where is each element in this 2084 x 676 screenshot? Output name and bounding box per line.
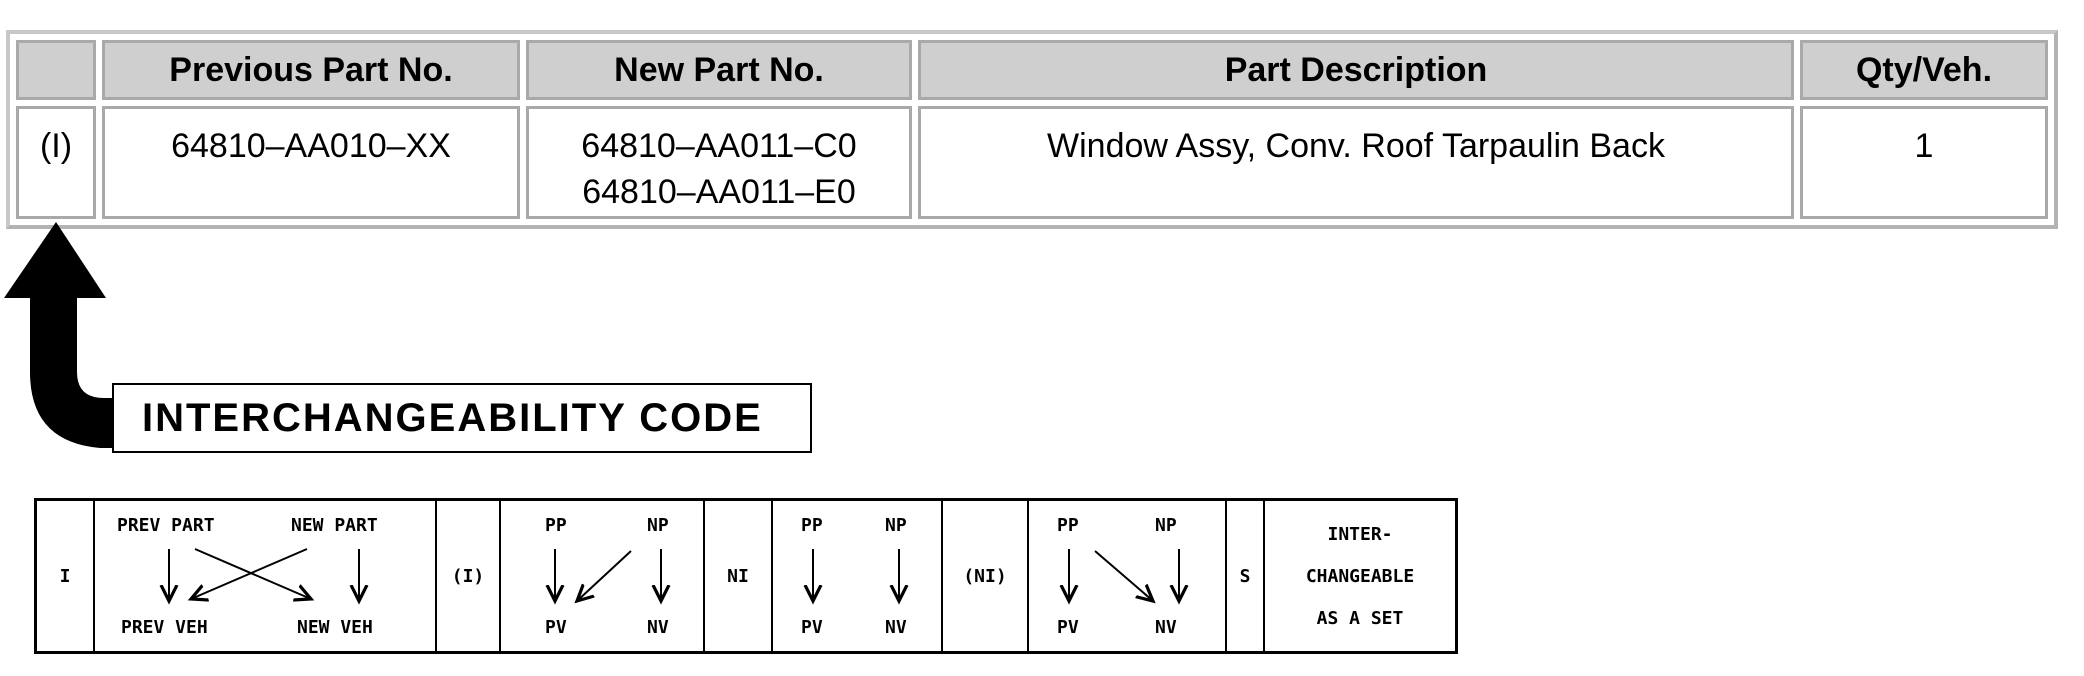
set-line-1: INTER- <box>1327 523 1393 545</box>
pv-label: PV <box>545 617 567 638</box>
cell-qty: 1 <box>1800 106 2048 219</box>
parts-table: Previous Part No. New Part No. Part Desc… <box>6 30 2058 229</box>
np-label: NP <box>1155 515 1177 536</box>
pv-label: PV <box>801 617 823 638</box>
interchangeability-code-label: INTERCHANGEABILITY CODE <box>112 383 812 453</box>
legend-code-i: I <box>37 501 95 651</box>
legend-code-paren-ni: (NI) <box>943 501 1029 651</box>
interchangeability-legend: I PREV PART NEW PART PREV VEH NEW VEH (I… <box>34 498 1458 654</box>
header-new-part: New Part No. <box>526 40 912 100</box>
np-label: NP <box>647 515 669 536</box>
pv-label: PV <box>1057 617 1079 638</box>
legend-diagram-ni: PP NP PV NV <box>773 501 943 651</box>
up-arrow-icon <box>4 222 116 448</box>
table-row: (I) 64810–AA010–XX 64810–AA011–C0 64810–… <box>16 106 2048 219</box>
cell-description: Window Assy, Conv. Roof Tarpaulin Back <box>918 106 1794 219</box>
cell-new-parts: 64810–AA011–C0 64810–AA011–E0 <box>526 106 912 219</box>
legend-diagram-s: INTER- CHANGEABLE AS A SET <box>1265 501 1455 651</box>
legend-diagram-paren-i: PP NP PV NV <box>501 501 705 651</box>
prev-veh-label: PREV VEH <box>121 617 208 638</box>
new-part-2: 64810–AA011–E0 <box>582 173 856 211</box>
new-part-label: NEW PART <box>291 515 378 536</box>
straight-arrows-icon <box>773 549 943 651</box>
legend-code-s: S <box>1227 501 1265 651</box>
one-way-forward-arrows-icon <box>1029 549 1227 651</box>
legend-code-paren-i: (I) <box>437 501 501 651</box>
header-previous-part: Previous Part No. <box>102 40 520 100</box>
header-description: Part Description <box>918 40 1794 100</box>
set-line-3: AS A SET <box>1316 607 1404 629</box>
np-label: NP <box>885 515 907 536</box>
legend-code-ni: NI <box>705 501 773 651</box>
pp-label: PP <box>801 515 823 536</box>
legend-diagram-paren-ni: PP NP PV NV <box>1029 501 1227 651</box>
table-header-row: Previous Part No. New Part No. Part Desc… <box>16 40 2048 100</box>
cell-previous-part: 64810–AA010–XX <box>102 106 520 219</box>
nv-label: NV <box>885 617 907 638</box>
set-line-2: CHANGEABLE <box>1305 565 1415 587</box>
pp-label: PP <box>545 515 567 536</box>
new-part-1: 64810–AA011–C0 <box>581 127 857 165</box>
one-way-back-arrows-icon <box>501 549 705 651</box>
new-veh-label: NEW VEH <box>297 617 373 638</box>
cell-code: (I) <box>16 106 96 219</box>
prev-part-label: PREV PART <box>117 515 215 536</box>
cross-arrows-icon <box>95 548 437 651</box>
pp-label: PP <box>1057 515 1079 536</box>
header-qty: Qty/Veh. <box>1800 40 2048 100</box>
nv-label: NV <box>1155 617 1177 638</box>
legend-diagram-i: PREV PART NEW PART PREV VEH NEW VEH <box>95 501 437 651</box>
nv-label: NV <box>647 617 669 638</box>
header-code <box>16 40 96 100</box>
